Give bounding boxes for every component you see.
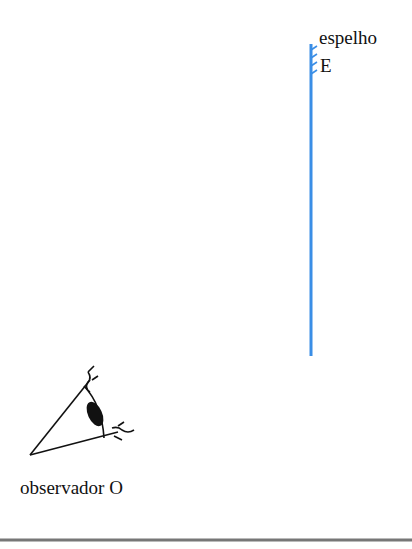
mirror-label: espelho <box>319 28 377 49</box>
mirror-line <box>310 44 313 356</box>
eye-symbol <box>30 366 134 455</box>
observer-label: observador O <box>20 478 123 499</box>
ground-line <box>0 539 412 542</box>
eye-pupil <box>83 399 107 428</box>
mirror-hatch <box>311 46 317 74</box>
mirror-letter: E <box>320 56 332 77</box>
